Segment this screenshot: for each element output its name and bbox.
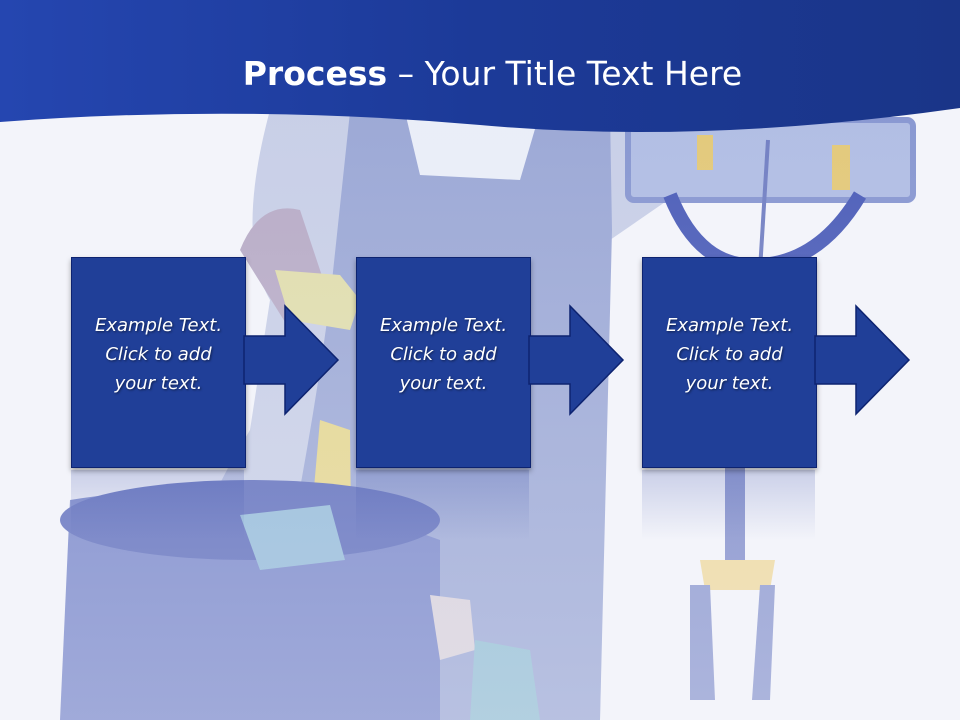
step-text-line: Click to add [390,344,497,365]
step-text-line: Example Text. [94,315,223,336]
slide-title[interactable]: Process – Your Title Text Here [0,52,960,96]
title-bold: Process [242,54,388,93]
arrow-right-icon [814,304,911,416]
step-text-line: Example Text. [379,315,508,336]
step-text-line: your text. [114,373,203,394]
arrow-right-icon [528,304,625,416]
step-text-line: Click to add [676,344,783,365]
step-text-line: Example Text. [665,315,794,336]
process-step-2[interactable]: Example Text. Click to add your text. [356,257,531,468]
step-1-text: Example Text. Click to add your text. [72,311,245,398]
step-text-line: your text. [399,373,488,394]
box-reflection [642,470,815,540]
arrow-right-icon [243,304,340,416]
process-step-3[interactable]: Example Text. Click to add your text. [642,257,817,468]
header-band [0,0,960,133]
process-step-1[interactable]: Example Text. Click to add your text. [71,257,246,468]
step-2-text: Example Text. Click to add your text. [357,311,530,398]
title-rest: – Your Title Text Here [387,54,743,93]
step-3-text: Example Text. Click to add your text. [643,311,816,398]
step-text-line: your text. [685,373,774,394]
box-reflection [356,470,529,540]
step-text-line: Click to add [105,344,212,365]
box-reflection [71,470,244,540]
